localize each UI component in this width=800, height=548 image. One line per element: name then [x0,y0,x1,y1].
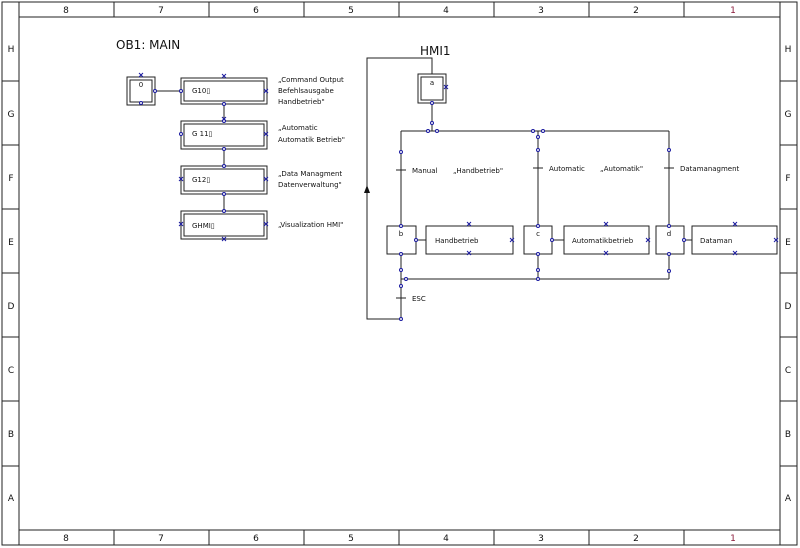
block-comment: Befehlsausgabe [278,87,334,95]
row-label-right: D [785,302,792,312]
connector-x-markers [138,72,269,242]
row-label-left: G [8,110,15,120]
action-label: Handbetrieb [435,237,479,245]
block-comment: Automatik Betrieb" [278,136,345,144]
block-comment: „Visualization HMI" [278,221,343,229]
step-label: b [399,230,404,238]
row-label-left: D [8,302,15,312]
transition-automatic-comment: „Automatik" [600,165,643,173]
hmi-action-handbetrieb[interactable]: Handbetrieb [425,225,514,255]
block-comment: „Command Output [278,76,344,84]
row-label-left: H [8,45,15,55]
transition-esc[interactable]: ESC [412,295,426,303]
col-label-bottom: 7 [158,534,164,544]
init-step-label: 0 [139,81,143,89]
ob1-block-g10[interactable]: G10▯ [179,77,268,106]
col-label-top: 8 [63,6,69,16]
col-label-bottom: 3 [538,534,544,544]
row-label-right: C [785,366,791,376]
init-step-label: a [430,79,434,87]
row-label-left: F [8,174,13,184]
block-comment: Datenverwaltung" [278,181,342,189]
ob1-init-step-0[interactable]: 0 [126,76,157,106]
hmi-step-b[interactable]: b [386,225,417,255]
col-label-top: 6 [253,6,259,16]
action-label: Dataman [700,237,732,245]
ob1-block-g12[interactable]: G12▯ [180,164,268,196]
col-label-top: 3 [538,6,544,16]
step-label: c [536,230,540,238]
row-label-right: E [785,238,791,248]
ob1-block-ghmi[interactable]: GHMI▯ [180,209,268,240]
row-label-right: B [785,430,791,440]
block-comment: Handbetrieb" [278,98,325,106]
hmi-step-c[interactable]: c [523,225,553,255]
hmi-action-dataman[interactable]: Dataman [691,225,778,255]
transition-manual-comment: „Handbetrieb" [453,167,503,175]
hmi1-section: HMI1 [364,44,779,321]
transition-datamanagment[interactable]: Datamanagment [680,165,740,173]
col-label-bottom: 2 [633,534,639,544]
row-label-right: A [785,494,792,504]
hmi-x-markers [443,84,779,256]
block-comment: „Automatic [278,124,318,132]
step-label: d [667,230,671,238]
col-label-bottom: 6 [253,534,259,544]
block-name: G 11▯ [192,130,212,138]
hmi-connectors [399,101,686,321]
block-name: GHMI▯ [192,222,215,230]
col-label-top: 2 [633,6,639,16]
col-label-top: 5 [348,6,354,16]
ob1-main-section: OB1: MAIN 0 G10▯ „Command Output Befehls… [116,38,345,242]
action-label: Automatikbetrieb [572,237,634,245]
transition-manual[interactable]: Manual [412,167,437,175]
row-label-left: A [8,494,15,504]
row-label-right: H [785,45,792,55]
transition-bars [396,167,674,299]
block-name: G10▯ [192,87,210,95]
row-label-left: C [8,366,14,376]
transition-automatic[interactable]: Automatic [549,165,585,173]
col-label-top: 4 [443,6,449,16]
block-comment: „Data Managment [278,170,342,178]
hmi-step-d[interactable]: d [655,225,685,255]
col-label-bottom: 8 [63,534,69,544]
hmi-action-automatikbetrieb[interactable]: Automatikbetrieb [563,225,650,255]
block-name: G12▯ [192,176,210,184]
hmi-init-step-a[interactable]: a [417,73,447,104]
col-label-bottom: 4 [443,534,449,544]
row-label-left: E [8,238,14,248]
col-label-top: 1 [730,6,736,16]
row-label-right: F [785,174,790,184]
hmi-title: HMI1 [420,44,451,58]
ob1-title: OB1: MAIN [116,38,180,52]
col-label-bottom: 1 [730,534,736,544]
col-label-top: 7 [158,6,164,16]
ob1-block-g11[interactable]: G 11▯ [179,119,268,151]
col-label-bottom: 5 [348,534,354,544]
row-label-right: G [785,110,792,120]
row-label-left: B [8,430,14,440]
return-arrow-icon [364,185,370,193]
